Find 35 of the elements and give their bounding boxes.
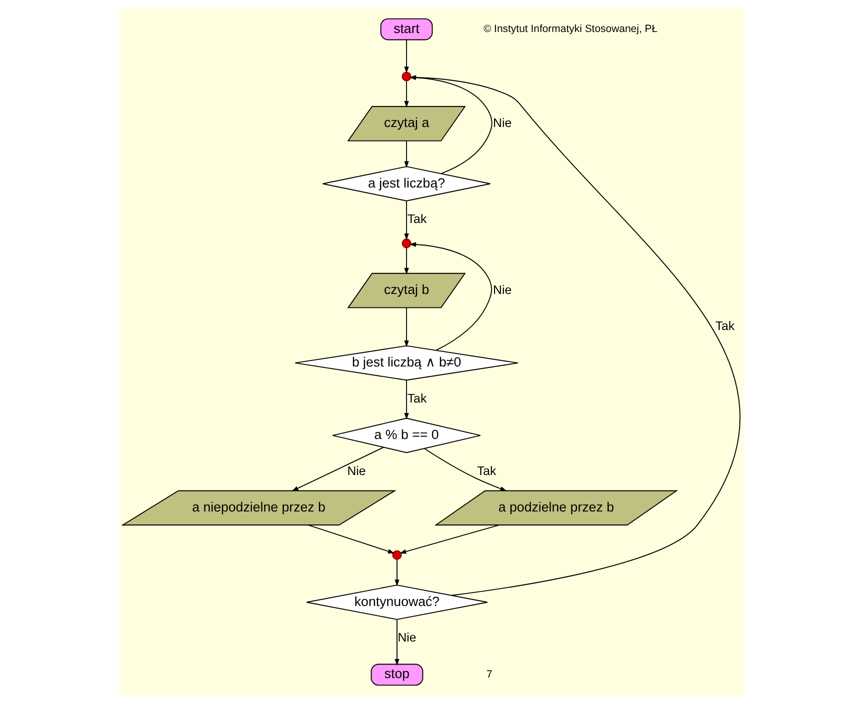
node-circle [392,550,402,560]
arrow [307,524,394,554]
node-circle [401,238,411,248]
arrow [404,39,408,74]
arrow [399,524,500,554]
edge-label: Tak [406,391,426,406]
arrow [404,380,408,420]
arrow [404,80,408,108]
arrow [404,247,408,275]
label: © Instytut Informatyki Stosowanej, PŁ [482,24,658,35]
arrow [408,75,492,174]
arrow [404,307,408,348]
edge-label: Tak [714,318,734,333]
arrow [394,559,399,586]
arrow [424,448,506,492]
node-diamond: a jest liczbą? [322,166,490,202]
arrow [291,446,384,492]
edge-label: Tak [476,464,496,478]
arrow [404,140,408,168]
edge-label: Nie [346,464,366,478]
arrow [404,200,408,240]
node-box: start [380,18,432,40]
node-box: stop [370,664,423,686]
node-diamond: b jest liczbą ∧ b≠0 [294,345,518,381]
arrow [408,75,740,596]
node-circle [401,72,411,82]
node-diamond: kontynuować? [306,584,488,620]
arrow [394,619,399,666]
arrow [408,242,492,351]
node-diamond: a % b == 0 [332,418,480,454]
edge-label: Nie [492,282,512,297]
edge-label: Tak [406,212,426,226]
edge-label: Nie [492,116,512,130]
label: 7 [486,669,492,680]
edge-label: Nie [397,630,416,645]
